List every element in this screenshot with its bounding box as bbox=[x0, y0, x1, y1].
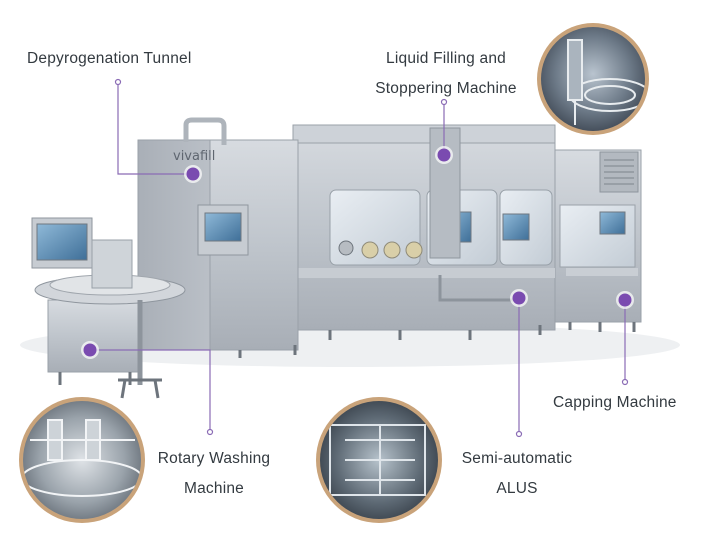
vivafill-logo-mark: vivafill bbox=[173, 149, 215, 164]
label-line: Semi-automatic bbox=[461, 450, 573, 467]
label-line: Capping Machine bbox=[553, 394, 677, 411]
callout-endpoints bbox=[114, 78, 629, 438]
label-line: Machine bbox=[184, 480, 244, 497]
label-line: Rotary Washing bbox=[157, 450, 271, 467]
filling-detail-photo bbox=[537, 23, 649, 135]
label-line: ALUS bbox=[496, 480, 538, 497]
label-line: Depyrogenation Tunnel bbox=[27, 50, 192, 67]
filling-marker[interactable] bbox=[435, 146, 453, 164]
tunnel-body: vivafill bbox=[137, 117, 299, 358]
label-liquid-filling: Liquid Filling and Stoppering Machine bbox=[366, 44, 526, 104]
filling-machine-body bbox=[292, 124, 556, 340]
rotary-washer-body bbox=[31, 217, 186, 399]
label-line: Liquid Filling and bbox=[386, 50, 506, 67]
label-rotary-washing: Rotary Washing Machine bbox=[150, 444, 278, 504]
label-line: Stoppering Machine bbox=[375, 80, 517, 97]
capping-marker[interactable] bbox=[616, 291, 634, 309]
rotary-washer-marker[interactable] bbox=[81, 341, 99, 359]
label-semi-automatic-alus: Semi-automatic ALUS bbox=[452, 444, 582, 504]
rotary-washer-detail-photo bbox=[19, 397, 145, 523]
tunnel-marker[interactable] bbox=[184, 165, 202, 183]
label-depyrogenation-tunnel: Depyrogenation Tunnel bbox=[27, 44, 191, 74]
callout-leader-lines bbox=[90, 82, 626, 434]
label-capping-machine: Capping Machine bbox=[553, 388, 677, 418]
alus-detail-photo bbox=[316, 397, 442, 523]
alus-marker[interactable] bbox=[510, 289, 528, 307]
